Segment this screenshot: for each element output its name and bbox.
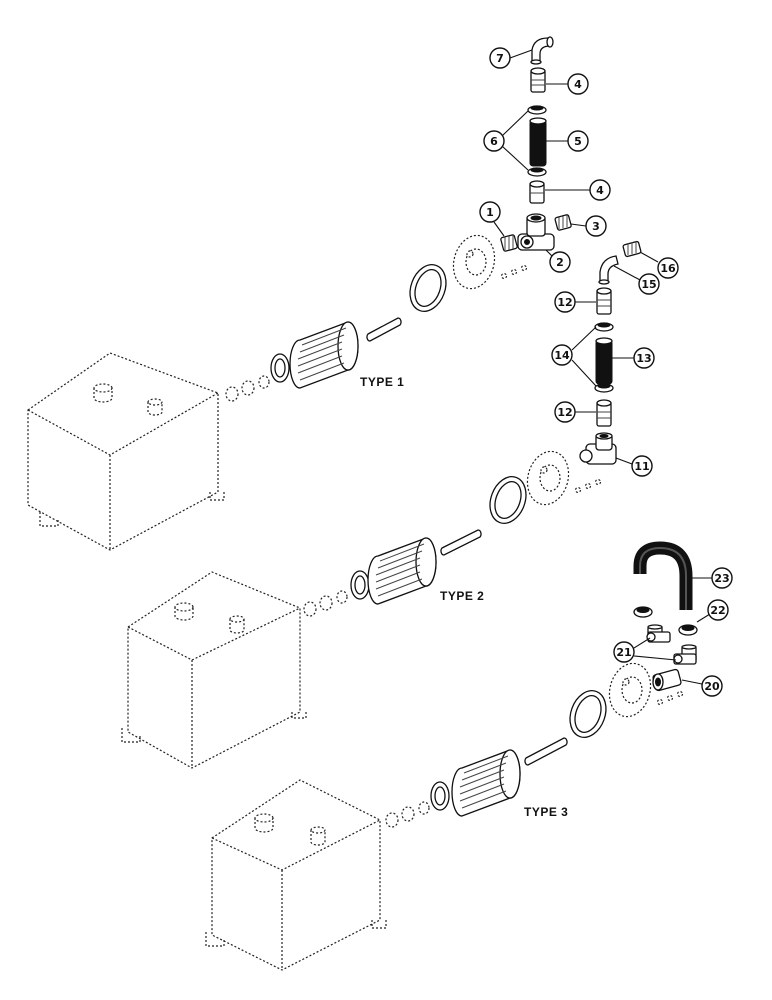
callout-20: 20 xyxy=(681,675,723,697)
callout-3: 3 xyxy=(570,215,607,237)
svg-text:4: 4 xyxy=(574,78,582,91)
svg-text:20: 20 xyxy=(704,680,720,693)
type2-gasket xyxy=(489,476,527,524)
nipple-1 xyxy=(500,234,518,252)
clamp-14-upper xyxy=(594,322,614,332)
callout-14: 14 xyxy=(551,326,597,387)
callout-15: 15 xyxy=(613,265,660,295)
svg-text:7: 7 xyxy=(496,52,504,65)
callout-7: 7 xyxy=(489,47,533,69)
type1-rod xyxy=(366,317,402,342)
callout-12-upper: 12 xyxy=(554,291,596,313)
type3-assembly: TYPE 3 xyxy=(205,662,684,971)
type1-gasket xyxy=(409,264,447,312)
elbow-21-right xyxy=(673,644,697,665)
type3-fittings: 23 22 21 20 xyxy=(613,541,733,697)
callout-1: 1 xyxy=(479,201,505,237)
svg-text:14: 14 xyxy=(554,349,570,362)
adapter-4-lower xyxy=(529,180,545,204)
adapter-12-lower xyxy=(596,399,612,427)
svg-text:6: 6 xyxy=(490,135,498,148)
type3-cover-plate xyxy=(608,662,652,718)
nipple-16 xyxy=(622,240,642,258)
callout-11: 11 xyxy=(615,455,653,477)
callout-2: 2 xyxy=(549,251,571,273)
type2-strainer xyxy=(367,537,437,605)
type1-cover-plate xyxy=(452,234,496,290)
clamp-6-lower xyxy=(527,167,547,177)
svg-text:1: 1 xyxy=(486,206,494,219)
svg-text:23: 23 xyxy=(714,572,729,585)
svg-text:5: 5 xyxy=(574,135,582,148)
clamp-22 xyxy=(678,624,698,636)
svg-text:22: 22 xyxy=(710,604,725,617)
elbow-7 xyxy=(530,36,554,65)
callout-4-lower: 4 xyxy=(545,179,611,201)
callout-23: 23 xyxy=(692,567,733,589)
callout-5: 5 xyxy=(546,130,589,152)
type2-tank xyxy=(121,571,307,769)
svg-text:3: 3 xyxy=(592,220,600,233)
tee-fitting xyxy=(517,213,555,257)
type3-label: TYPE 3 xyxy=(524,805,568,819)
type2-cover-plate xyxy=(526,450,570,506)
callout-21: 21 xyxy=(613,637,677,663)
type3-bolts xyxy=(656,690,684,706)
hose-clamp-left xyxy=(633,606,653,618)
type3-gasket xyxy=(569,690,607,738)
type2-bolts xyxy=(574,478,602,494)
elbow-15 xyxy=(598,255,619,285)
type1-gasket-rings xyxy=(225,353,290,402)
clamp-14-lower xyxy=(594,383,614,393)
type1-bolts xyxy=(500,264,528,280)
type2-assembly: TYPE 2 xyxy=(121,450,602,769)
type1-assembly: 7 4 6 5 4 1 3 xyxy=(27,36,611,551)
svg-text:21: 21 xyxy=(616,646,631,659)
svg-text:2: 2 xyxy=(556,256,564,269)
type2-fittings: 15 16 12 14 13 12 xyxy=(551,240,679,477)
svg-text:12: 12 xyxy=(557,406,572,419)
svg-text:11: 11 xyxy=(634,460,649,473)
callout-4-upper: 4 xyxy=(546,73,589,95)
type2-gasket-rings xyxy=(303,570,370,617)
callout-13: 13 xyxy=(612,347,655,369)
type2-rod xyxy=(440,529,482,556)
type3-gasket-rings xyxy=(385,781,450,828)
hose-23 xyxy=(633,541,693,610)
adapter-4-upper xyxy=(530,67,546,93)
hose-13 xyxy=(595,337,613,385)
svg-text:15: 15 xyxy=(641,278,656,291)
svg-text:4: 4 xyxy=(596,184,604,197)
callout-22: 22 xyxy=(696,599,729,623)
svg-text:12: 12 xyxy=(557,296,572,309)
callout-12-lower: 12 xyxy=(554,401,596,423)
type1-tank xyxy=(27,352,225,551)
svg-text:16: 16 xyxy=(660,262,676,275)
svg-text:13: 13 xyxy=(636,352,651,365)
nipple-3 xyxy=(554,214,572,231)
callout-6: 6 xyxy=(483,110,529,171)
connector-20 xyxy=(652,668,682,692)
type3-rod xyxy=(524,737,568,766)
type1-label: TYPE 1 xyxy=(360,375,404,389)
elbow-11 xyxy=(579,432,617,465)
type1-strainer xyxy=(289,321,359,389)
adapter-12-upper xyxy=(596,287,612,315)
type3-tank xyxy=(205,779,387,971)
elbow-21-left xyxy=(646,624,671,643)
type3-strainer xyxy=(451,749,521,817)
hose-5 xyxy=(529,117,547,167)
callout-16: 16 xyxy=(639,251,679,279)
type2-label: TYPE 2 xyxy=(440,589,484,603)
clamp-6-upper xyxy=(527,105,547,115)
